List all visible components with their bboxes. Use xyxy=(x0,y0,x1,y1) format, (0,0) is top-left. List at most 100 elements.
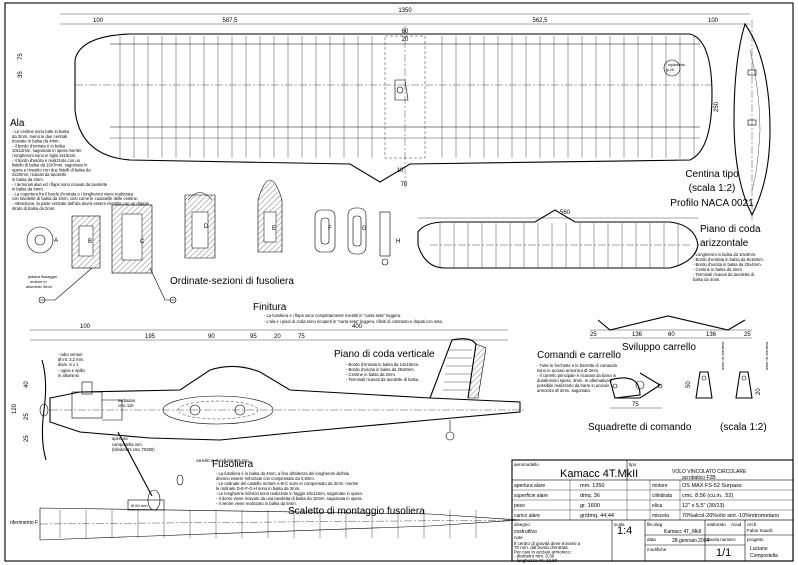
tail-note-line: - Bordo d'entrata in balsa da 8x16mm. xyxy=(693,257,764,262)
fus-dim-4: 20 xyxy=(274,334,281,340)
rib-profile: Profilo NACA 0021 xyxy=(670,198,754,209)
tb-note-line: Per cavi in acciaio armonico : xyxy=(514,549,573,554)
fus-dim-5: 75 xyxy=(298,334,305,340)
hinge-axis-2: asse di cerniera xyxy=(764,341,769,370)
wing-center-dim: 60 xyxy=(402,29,409,35)
fus-dim-3: 95 xyxy=(250,334,257,340)
fuselage-notes: Fusoliera - La fusoliera è in balsa da 4… xyxy=(212,459,363,506)
tb-row-key: apertura alare xyxy=(514,483,545,489)
elevator-development: 25 136 60 136 25 Sviluppo carrello xyxy=(590,315,752,353)
tb-row-val2: cmc. 8,56 (cu.in. .52) xyxy=(682,493,734,499)
tb-tipo-label: tipo xyxy=(629,462,637,467)
fus-note-line: - La fusoliera è in balsa da 4mm, a fino… xyxy=(216,471,350,476)
tail-note-line: - Centine in balsa da 2mm. xyxy=(693,267,743,272)
tail-note-line: - Terminali ricavati da tavoletta di xyxy=(693,272,754,277)
tank-label: serbatoio xyxy=(118,398,136,403)
elev-dim-3: 136 xyxy=(706,332,717,338)
formers-title: Ordinate-sezioni di fusoliera xyxy=(170,276,294,287)
fus-note-line: - Il ventre viene realizzato in balsa da… xyxy=(216,501,297,506)
tb-data: 28.gennaio.2004 xyxy=(672,538,709,544)
fus-note-line: devono essere rinforzate con compensato … xyxy=(216,476,315,481)
wing-ribs xyxy=(119,36,695,158)
former-letter-d: D xyxy=(204,224,209,230)
controls-notes: Comandi e carrello - Tutte le forchette … xyxy=(537,341,769,433)
former-letter-a: A xyxy=(54,238,58,244)
fus-left-dim-1: 40 xyxy=(24,381,30,388)
horn-dim-2: 20 xyxy=(756,388,762,395)
wing-note-line: in balsa da 2mm. xyxy=(12,177,44,182)
tb-row-key: peso xyxy=(514,503,525,509)
wing-title: Ala xyxy=(10,118,25,129)
wing-note-line: listello di balsa da 10x7mm, sagomato in xyxy=(12,163,88,168)
wing-right-dim: 562,5 xyxy=(532,18,548,24)
wing-note-line: - I terminali alari ed i flaps sono rica… xyxy=(12,182,108,187)
fus-note-line: le ordinate D-E-F-G-H sono in balsa da 3… xyxy=(216,486,300,491)
tb-note-label: note xyxy=(514,535,523,540)
tb-row-val2: 70%alcol-20%olio sint.-10%nitrometano xyxy=(682,513,779,519)
tb-row-key: carico alare xyxy=(514,513,540,519)
former-letter-b: B xyxy=(88,239,92,245)
controls-title: Comandi e carrello xyxy=(537,350,621,361)
controls-note-line: sono in acciaio armonico Ø 3mm. xyxy=(537,368,599,373)
tb-row-val: gr. 1600 xyxy=(580,503,600,509)
tb-elab2: Arch. xyxy=(747,522,758,527)
finish-title: Finitura xyxy=(253,302,287,313)
fus-note-line: - Le longherine inferiori sono realizzat… xyxy=(216,491,363,496)
fus-note-line: - Le ordinate del castello motore A-B-C … xyxy=(216,481,359,486)
tb-progetto2: Compostella xyxy=(750,553,778,559)
bell-label2: (blinderatti cmc.70280) xyxy=(112,447,155,452)
former-letter-c: C xyxy=(140,239,145,245)
wing-lower2-dim: 70 xyxy=(401,182,408,188)
wing-note-line: da 2mm, meno le due centrali xyxy=(12,134,67,139)
finish-line-1: - La fusoliera e i flaps sono completame… xyxy=(264,313,401,318)
wing-plan-view: 1350 100 587,5 562,5 100 60 20 75 35 250… xyxy=(18,8,750,190)
tank-label2: cmc.110 xyxy=(118,403,134,408)
tube-label2: Ø int. 3,2 mm. xyxy=(58,357,84,362)
vtail-note-line: - Terminali ricavati da tavolette di bal… xyxy=(346,377,419,382)
plate-note-2: motore in xyxy=(30,279,47,284)
fuselage-formers: A B C D E F G H piastra fissaggio xyxy=(26,179,400,304)
tail-note-line: - Longheroni in balsa da 10x3mm. xyxy=(693,252,756,257)
jig-dim: Ø 60 mm. xyxy=(131,503,149,508)
tb-row-val: dmq. 36 xyxy=(580,493,600,499)
tail-title: Piano di coda xyxy=(700,224,761,235)
ogive-label: - ogiva e spillo xyxy=(58,368,85,373)
tail-title2: arizzontale xyxy=(700,238,749,249)
fuselage-side-view: 100 195 90 95 20 75 400 120 40 25 25 xyxy=(12,324,525,511)
wing-chord-dim: 250 xyxy=(714,101,720,112)
elev-dim-1: 136 xyxy=(632,332,643,338)
tb-disegno-label: disegno xyxy=(514,522,530,527)
tb-data-label: data xyxy=(647,537,656,542)
tb-note-line: - lunghezza mt. 19,50 xyxy=(514,558,558,563)
bracket-label2: gr.25 xyxy=(666,68,674,72)
controls-note-line: - Tutte le forchette e le barrette di co… xyxy=(537,363,618,368)
tb-note-line: 70 mm. dal bordo d'entrata. xyxy=(514,545,569,550)
fus-left-dim-2: 25 xyxy=(24,413,30,420)
tb-progetto-label: progetto xyxy=(747,537,764,542)
bellcrank-title: Squadrette di comando xyxy=(588,422,692,433)
wing-lower-dim: 10 xyxy=(397,168,404,174)
controls-note-line: - Il carrello principale è ricavato da b… xyxy=(537,373,617,378)
tb-row-key2: elica xyxy=(652,503,663,509)
bellcrank-scale: (scala 1:2) xyxy=(720,422,767,433)
tb-row-val2: OS MAX FS-52 Surpass xyxy=(682,483,742,489)
former-letter-f: F xyxy=(328,226,332,232)
wing-left-dim: 587,5 xyxy=(222,18,238,24)
wing-note-line: opera e rivestito con due listelli di ba… xyxy=(12,167,91,172)
plate-note-3: alluminio 3mm. xyxy=(26,284,53,289)
wing-note-line: - La copertura fra il bordo d'entrata e … xyxy=(12,191,134,196)
tb-scala-label: scala xyxy=(614,522,625,527)
controls-note-line: possibile realizzarlo da barre in acciai… xyxy=(537,383,610,388)
fus-dim-2: 90 xyxy=(208,334,215,340)
former-letter-g: G xyxy=(362,226,367,232)
wing-note-line: 2x20mm, ricavati da tavolette xyxy=(12,172,67,177)
tb-row-key: superficie alare xyxy=(514,493,548,499)
tb-row-val2: 12" x 5,5" (30/13) xyxy=(682,503,725,509)
tb-tavola-label: tavola numero xyxy=(707,537,736,542)
title-block: aeromodello Kamacc 4T.MkII tipo VOLO VIN… xyxy=(511,459,794,563)
wing-note-line: - Attenzione, la parte centrale dell'ala… xyxy=(12,201,150,206)
wing-note-line: in balsa da 4mm. xyxy=(12,187,44,192)
wing-tip-left-dim: 100 xyxy=(93,18,104,24)
tb-file-label: file.dwg xyxy=(647,522,663,527)
former-letter-h: H xyxy=(396,239,400,245)
